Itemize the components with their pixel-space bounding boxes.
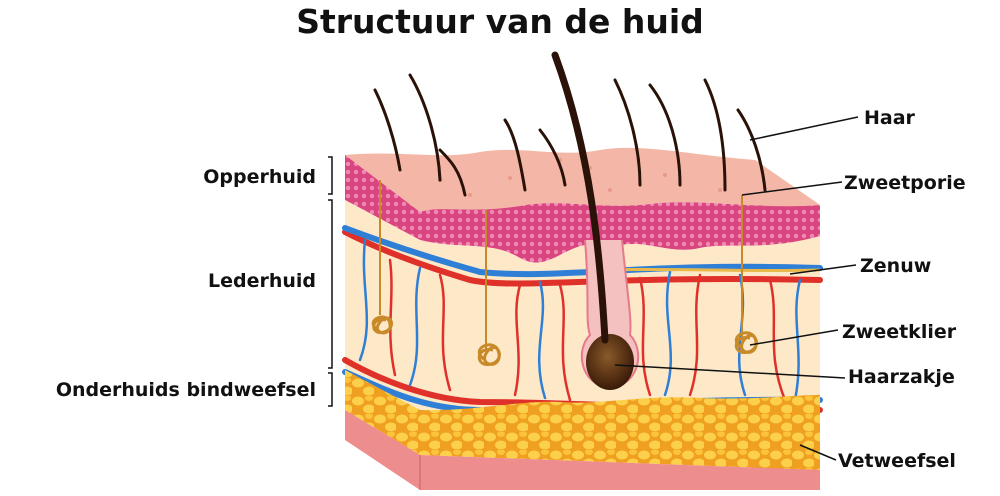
label-hair-follicle: Haarzakje — [848, 366, 955, 388]
nerve-line — [600, 269, 820, 270]
label-sweat-gland: Zweetklier — [842, 321, 957, 343]
layer-brackets — [328, 157, 332, 406]
label-dermis: Lederhuid — [208, 270, 316, 292]
label-nerve: Zenuw — [860, 255, 931, 277]
hair-bulb — [586, 334, 634, 390]
label-subcutis: Onderhuids bindweefsel — [56, 379, 316, 401]
label-fat-tissue: Vetweefsel — [838, 450, 956, 472]
label-epidermis: Opperhuid — [203, 166, 316, 188]
label-sweat-pore: Zweetporie — [844, 172, 966, 194]
label-hair: Haar — [864, 107, 916, 129]
